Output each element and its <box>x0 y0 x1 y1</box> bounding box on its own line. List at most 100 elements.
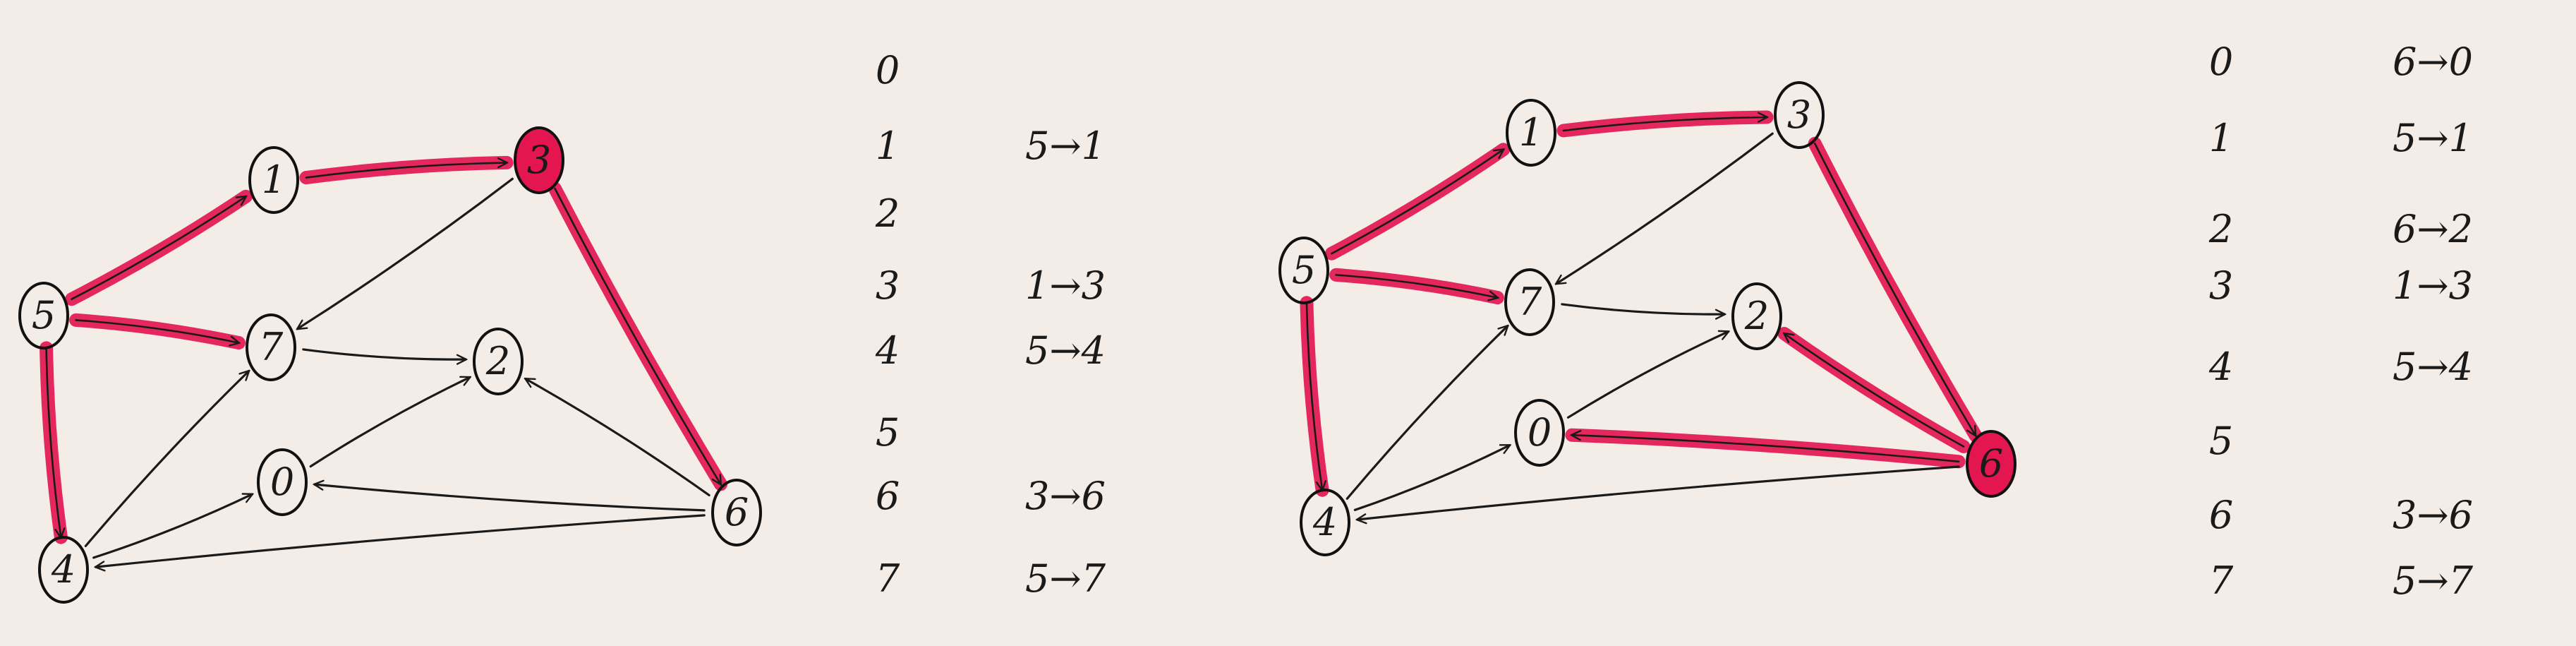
node-1: 1 <box>1506 99 1556 167</box>
node-3: 3 <box>514 126 564 194</box>
table-parent-4: 5→4 <box>2393 345 2473 389</box>
node-1-circle <box>248 146 299 214</box>
node-6-circle <box>711 479 762 546</box>
node-6-label: 6 <box>1979 441 2003 486</box>
edge-7-2 <box>302 348 466 359</box>
node-6-circle <box>1966 430 2016 498</box>
table-vertex-1: 1 <box>2209 116 2233 160</box>
table-vertex-6: 6 <box>2209 493 2233 537</box>
table-vertex-2: 2 <box>875 191 900 236</box>
node-5-circle <box>1278 237 1329 304</box>
graph-diagram-left: 0 1 2 3 4 5 6 7 0 1 5→1 2 3 1→3 4 5→4 5 6 3→6 7 5→7 <box>18 48 1106 604</box>
edge-highlight-5-7 <box>69 313 246 350</box>
edge-highlight-1-3 <box>299 155 514 185</box>
table-parent-0: 6→0 <box>2393 40 2473 84</box>
edge-5-1 <box>71 196 246 300</box>
table-vertex-3: 3 <box>2209 263 2233 308</box>
node-3-circle <box>514 126 564 194</box>
node-1-label: 1 <box>262 157 286 202</box>
edge-highlight-6-2 <box>1777 327 1971 453</box>
node-5-label: 5 <box>1292 248 1316 292</box>
edge-3-6 <box>1813 143 1976 435</box>
table-parent-4: 5→4 <box>1025 328 1106 373</box>
edge-highlight-5-1 <box>65 189 253 306</box>
table-vertex-0: 0 <box>876 48 900 92</box>
edge-6-4 <box>96 514 706 567</box>
node-1-label: 1 <box>1519 110 1543 155</box>
node-7-circle <box>1504 268 1555 336</box>
table-parent-1: 5→1 <box>1025 124 1106 168</box>
node-2-label: 2 <box>1744 294 1769 338</box>
edge-highlight-5-4 <box>40 341 68 544</box>
node-4: 4 <box>38 536 89 604</box>
table-parent-7: 5→7 <box>2393 558 2474 603</box>
node-4: 4 <box>1300 489 1350 556</box>
node-0: 0 <box>1514 399 1565 467</box>
table-vertex-4: 4 <box>875 328 900 373</box>
edge-highlight-3-6 <box>548 181 727 491</box>
node-4-circle <box>1300 489 1350 556</box>
nodes: 0 1 2 3 4 5 6 7 <box>18 126 762 604</box>
table-vertex-3: 3 <box>876 263 900 308</box>
node-6: 6 <box>711 479 762 546</box>
node-4-label: 4 <box>1312 500 1337 544</box>
node-5-label: 5 <box>32 293 56 337</box>
table-parent-7: 5→7 <box>1025 556 1106 601</box>
edge-1-3 <box>305 162 507 179</box>
table-vertex-7: 7 <box>876 556 900 601</box>
node-7-circle <box>246 313 296 381</box>
edge-6-0 <box>315 484 706 512</box>
node-3-label: 3 <box>527 138 551 182</box>
node-3: 3 <box>1774 81 1825 149</box>
node-2: 2 <box>1731 282 1782 350</box>
parent-table: 0 1 5→1 2 3 1→3 4 5→4 5 6 3→6 7 5→7 <box>875 48 1106 601</box>
edge-highlight-1-3 <box>1556 110 1774 138</box>
edge-5-7 <box>75 319 239 342</box>
table-parent-1: 5→1 <box>2393 116 2473 160</box>
node-7: 7 <box>246 313 296 381</box>
edge-3-7 <box>1556 132 1774 284</box>
table-parent-3: 1→3 <box>2393 263 2473 308</box>
edge-5-7 <box>1335 274 1498 297</box>
node-4-circle <box>38 536 89 604</box>
node-5-circle <box>18 282 69 349</box>
edge-5-4 <box>45 347 61 537</box>
edge-highlight-3-6 <box>1808 136 1983 443</box>
table-vertex-1: 1 <box>876 124 900 168</box>
table-vertex-7: 7 <box>2209 558 2234 603</box>
node-2-label: 2 <box>485 339 510 383</box>
edge-3-7 <box>298 177 514 328</box>
table-vertex-4: 4 <box>2208 345 2233 389</box>
table-vertex-6: 6 <box>876 474 900 518</box>
table-vertex-5: 5 <box>2209 419 2233 463</box>
node-7-label: 7 <box>259 325 284 369</box>
edge-highlight-5-1 <box>1324 143 1511 261</box>
edge-0-2 <box>309 377 470 468</box>
node-0-label: 0 <box>1528 410 1552 455</box>
edge-6-2 <box>526 379 710 496</box>
table-parent-6: 3→6 <box>1025 474 1106 518</box>
node-7-label: 7 <box>1518 280 1542 324</box>
node-5: 5 <box>1278 237 1329 304</box>
node-6-label: 6 <box>725 490 749 534</box>
table-vertex-5: 5 <box>876 410 900 455</box>
node-2-circle <box>473 328 524 395</box>
edge-0-2 <box>1566 332 1729 419</box>
table-vertex-0: 0 <box>2209 40 2233 84</box>
edge-7-2 <box>1561 303 1724 314</box>
edge-6-2 <box>1784 334 1965 448</box>
table-parent-3: 1→3 <box>1025 263 1106 308</box>
node-7: 7 <box>1504 268 1555 336</box>
edge-4-0 <box>1353 444 1509 511</box>
edge-1-3 <box>1562 117 1767 132</box>
nodes: 0 1 2 3 4 5 6 7 <box>1278 81 2016 556</box>
node-1: 1 <box>248 146 299 214</box>
node-3-label: 3 <box>1787 92 1811 137</box>
node-0-label: 0 <box>270 460 294 504</box>
table-vertex-2: 2 <box>2208 207 2233 251</box>
edge-6-4 <box>1357 465 1960 520</box>
node-0-circle <box>257 448 308 516</box>
node-1-circle <box>1506 99 1556 167</box>
